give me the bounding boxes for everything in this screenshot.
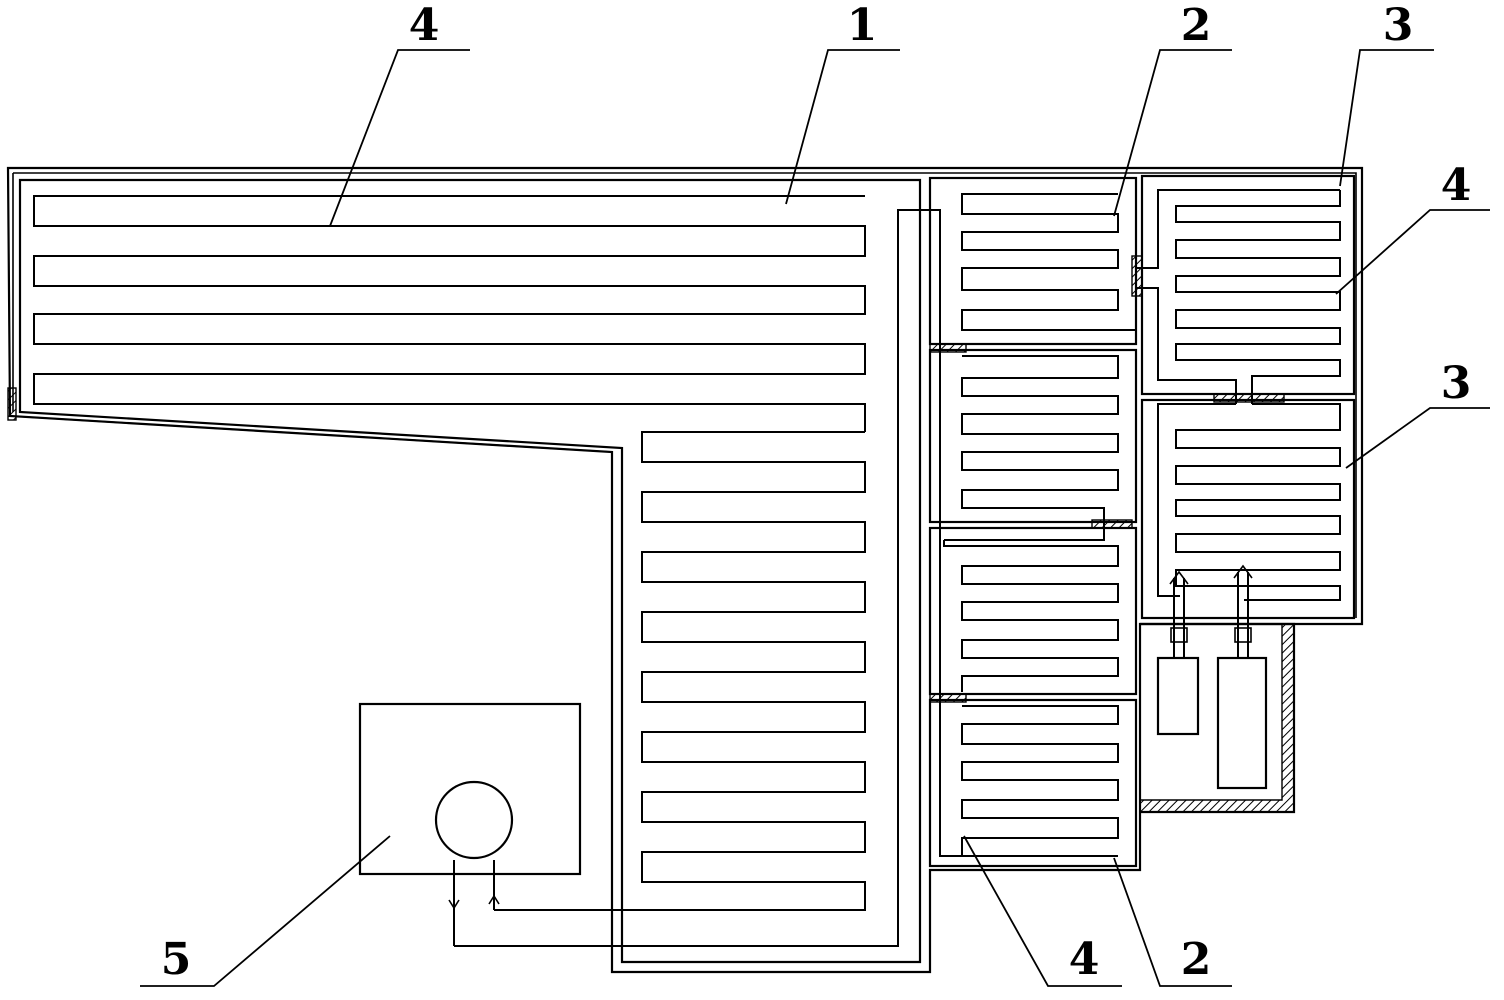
wall-opening-hatch [7, 387, 17, 421]
room-3-upper [1136, 174, 1356, 404]
boiler-unit [358, 702, 582, 910]
supply-return-pipes [454, 209, 941, 947]
label-bottom-5: 5 [161, 934, 192, 985]
boiler-room [358, 702, 582, 876]
manifold-room [1139, 564, 1296, 814]
room-1-heating-coil-lower [494, 431, 866, 911]
label-top-1: 1 [847, 0, 878, 51]
label-right-3: 3 [1441, 358, 1472, 409]
label-bottom-2: 2 [1181, 934, 1212, 985]
label-top-3: 3 [1383, 0, 1414, 51]
room-2-lower-a [928, 526, 1138, 696]
callout-labels: 4 1 2 3 4 3 5 4 2 [161, 0, 1472, 985]
label-right-4: 4 [1441, 160, 1472, 211]
room-2-upper [928, 176, 1138, 346]
label-top-4: 4 [409, 0, 440, 51]
manifold-tank-left [1156, 656, 1200, 736]
room-2-lower-b [928, 340, 1138, 868]
wall-penetration-hatches [929, 255, 1285, 703]
label-bottom-4: 4 [1069, 934, 1100, 985]
leader-lines [140, 49, 1490, 987]
boiler-circle [434, 780, 514, 860]
valve-right [1234, 627, 1252, 643]
label-top-2: 2 [1181, 0, 1212, 51]
room-1-heating-coil-upper [33, 195, 866, 432]
room-2-middle [928, 348, 1138, 541]
room-1 [7, 178, 941, 972]
valve-left [1170, 627, 1188, 643]
manifold-tank-right [1216, 656, 1268, 790]
